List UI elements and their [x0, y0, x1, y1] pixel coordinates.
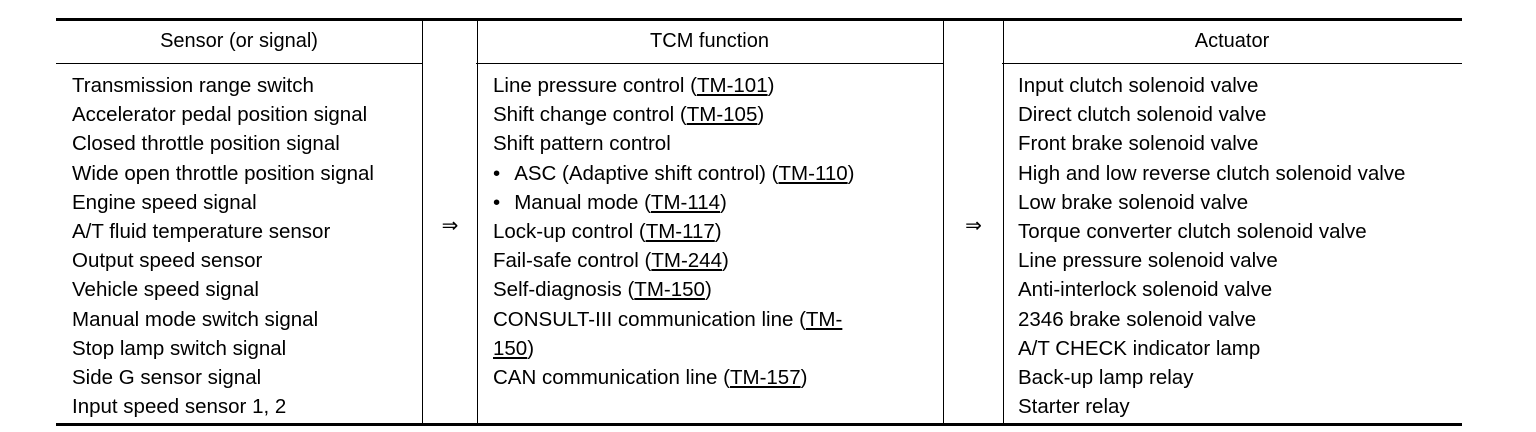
- right-arrow-icon: ⇒: [965, 213, 982, 237]
- actuator-item: Line pressure solenoid valve: [1018, 249, 1278, 273]
- ref-link[interactable]: 150: [493, 336, 528, 360]
- ref-link[interactable]: TM-114: [650, 190, 721, 214]
- actuator-item: High and low reverse clutch solenoid val…: [1018, 161, 1406, 185]
- actuator-header: Actuator: [1002, 21, 1462, 64]
- bullet-icon: •: [493, 190, 501, 214]
- sensor-item: Stop lamp switch signal: [72, 336, 287, 360]
- actuator-item: A/T CHECK indicator lamp: [1018, 336, 1261, 360]
- arrow-header-blank: [423, 21, 477, 63]
- actuator-item: Direct clutch solenoid valve: [1018, 103, 1267, 127]
- arrow-header-blank: [944, 21, 1003, 63]
- ref-link[interactable]: TM-244: [651, 249, 722, 273]
- sensor-item: Engine speed signal: [72, 190, 257, 214]
- sensor-item: A/T fluid temperature sensor: [72, 219, 331, 243]
- tcm-item-consult-cont: 150): [493, 336, 535, 360]
- ref-link[interactable]: TM-110: [778, 161, 848, 185]
- arrow-column-2: ⇒: [943, 21, 1004, 423]
- tcm-item-manual-mode: •Manual mode (TM-114): [493, 190, 727, 214]
- actuator-item: Torque converter clutch solenoid valve: [1018, 219, 1367, 243]
- actuator-list: Input clutch solenoid valve Direct clutc…: [1018, 71, 1458, 421]
- sensor-item: Side G sensor signal: [72, 365, 262, 389]
- bullet-icon: •: [493, 161, 501, 185]
- tcm-item-shift-change: Shift change control (TM-105): [493, 103, 765, 127]
- sensor-column: Sensor (or signal) Transmission range sw…: [56, 21, 422, 423]
- sensor-item: Wide open throttle position signal: [72, 161, 374, 185]
- sensor-item: Transmission range switch: [72, 74, 314, 97]
- tcm-item-shift-pattern: Shift pattern control: [493, 132, 671, 156]
- tcm-item-selfdiag: Self-diagnosis (TM-150): [493, 278, 712, 302]
- actuator-item: Input clutch solenoid valve: [1018, 74, 1259, 97]
- tcm-item-failsafe: Fail-safe control (TM-244): [493, 249, 729, 273]
- sensor-item: Input speed sensor 1, 2: [72, 395, 287, 419]
- right-arrow-icon: ⇒: [441, 213, 459, 237]
- sensor-item: Output speed sensor: [72, 249, 263, 273]
- arrow-column-1: ⇒: [422, 21, 478, 423]
- sensor-item: Closed throttle position signal: [72, 132, 340, 156]
- sensor-list: Transmission range switch Accelerator pe…: [72, 71, 418, 421]
- ref-link[interactable]: TM-: [805, 307, 843, 331]
- sensor-header: Sensor (or signal): [56, 21, 422, 64]
- ref-link[interactable]: TM-157: [729, 365, 801, 389]
- tcm-item-asc: •ASC (Adaptive shift control) (TM-110): [493, 161, 855, 185]
- tcm-header: TCM function: [476, 21, 943, 64]
- actuator-column: Actuator Input clutch solenoid valve Dir…: [1002, 21, 1462, 423]
- ref-link[interactable]: TM-117: [645, 219, 715, 243]
- ref-link[interactable]: TM-101: [696, 74, 768, 97]
- tcm-item-can: CAN communication line (TM-157): [493, 365, 808, 389]
- tcm-column: TCM function Line pressure control (TM-1…: [476, 21, 943, 423]
- sensor-item: Vehicle speed signal: [72, 278, 259, 302]
- sensor-item: Manual mode switch signal: [72, 307, 319, 331]
- actuator-item: Back-up lamp relay: [1018, 365, 1194, 389]
- tcm-item-line-pressure: Line pressure control (TM-101): [493, 74, 775, 97]
- actuator-item: Starter relay: [1018, 395, 1130, 419]
- actuator-item: Low brake solenoid valve: [1018, 190, 1249, 214]
- sensor-item: Accelerator pedal position signal: [72, 103, 368, 127]
- tcm-list: Line pressure control (TM-101) Shift cha…: [493, 71, 939, 392]
- actuator-item: Anti-interlock solenoid valve: [1018, 278, 1273, 302]
- actuator-item: Front brake solenoid valve: [1018, 132, 1259, 156]
- actuator-item: 2346 brake solenoid valve: [1018, 307, 1257, 331]
- ref-link[interactable]: TM-150: [634, 278, 705, 302]
- ref-link[interactable]: TM-105: [686, 103, 758, 127]
- tcm-item-consult: CONSULT-III communication line (TM-: [493, 307, 843, 331]
- tcm-item-lockup: Lock-up control (TM-117): [493, 219, 722, 243]
- tcm-function-table: Sensor (or signal) Transmission range sw…: [56, 18, 1462, 426]
